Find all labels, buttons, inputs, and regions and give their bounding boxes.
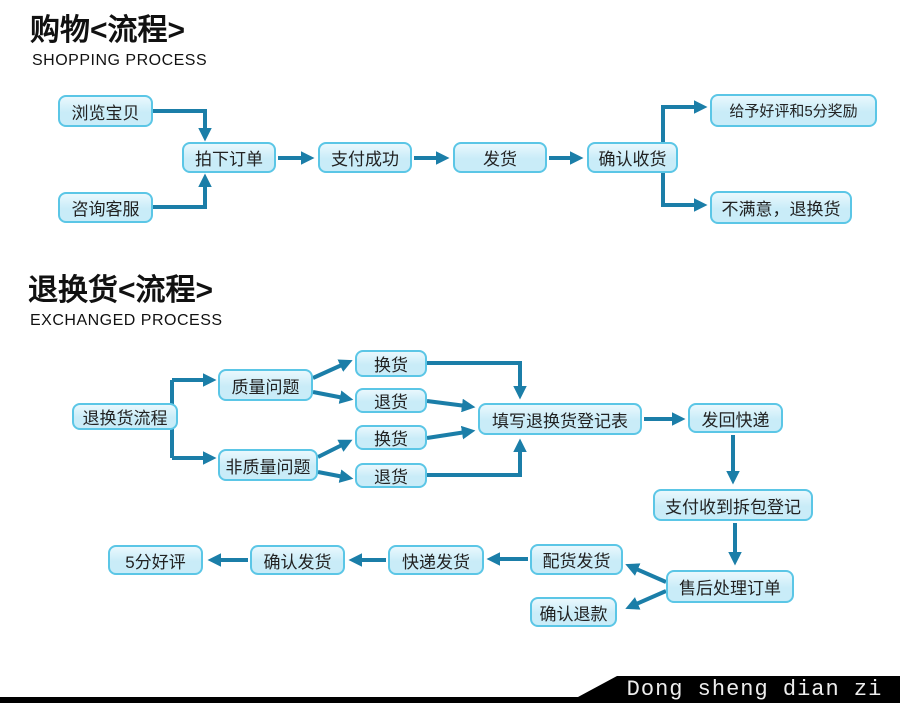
node-unsatisfied: 不满意，退换货 xyxy=(710,191,852,224)
node-ship: 发货 xyxy=(453,142,547,173)
node-exchange-2: 换货 xyxy=(355,425,427,450)
node-consult: 咨询客服 xyxy=(58,192,153,223)
exchange-section-title: 退换货<流程> xyxy=(28,274,214,307)
node-confirm-ship: 确认发货 xyxy=(250,545,345,575)
node-order: 拍下订单 xyxy=(182,142,276,173)
node-unpack-register: 支付收到拆包登记 xyxy=(653,489,813,521)
shopping-section-title: 购物<流程> xyxy=(30,14,186,47)
node-confirm-refund: 确认退款 xyxy=(530,597,617,627)
node-exchange-process: 退换货流程 xyxy=(72,403,178,430)
node-allocate-ship: 配货发货 xyxy=(530,544,623,575)
node-express-ship: 快递发货 xyxy=(388,545,484,575)
shopping-flow-edges xyxy=(153,100,708,212)
node-return-2: 退货 xyxy=(355,463,427,488)
node-five-star: 5分好评 xyxy=(108,545,203,575)
node-confirm-receipt: 确认收货 xyxy=(587,142,678,173)
node-good-review: 给予好评和5分奖励 xyxy=(710,94,877,127)
node-aftersales: 售后处理订单 xyxy=(666,570,794,603)
node-payment: 支付成功 xyxy=(318,142,412,173)
footer-ribbon xyxy=(0,676,900,703)
node-browse: 浏览宝贝 xyxy=(58,95,153,127)
shopping-section-subtitle: SHOPPING PROCESS xyxy=(32,52,208,69)
node-exchange-1: 换货 xyxy=(355,350,427,377)
node-non-quality-issue: 非质量问题 xyxy=(218,449,318,481)
exchange-section-subtitle: EXCHANGED PROCESS xyxy=(30,312,223,329)
node-return-1: 退货 xyxy=(355,388,427,413)
node-quality-issue: 质量问题 xyxy=(218,369,313,401)
node-fill-form: 填写退换货登记表 xyxy=(478,403,642,435)
exchange-flow-edges xyxy=(170,359,742,610)
node-send-back: 发回快递 xyxy=(688,403,783,433)
footer-brand-text: Dong sheng dian zi xyxy=(626,677,883,702)
